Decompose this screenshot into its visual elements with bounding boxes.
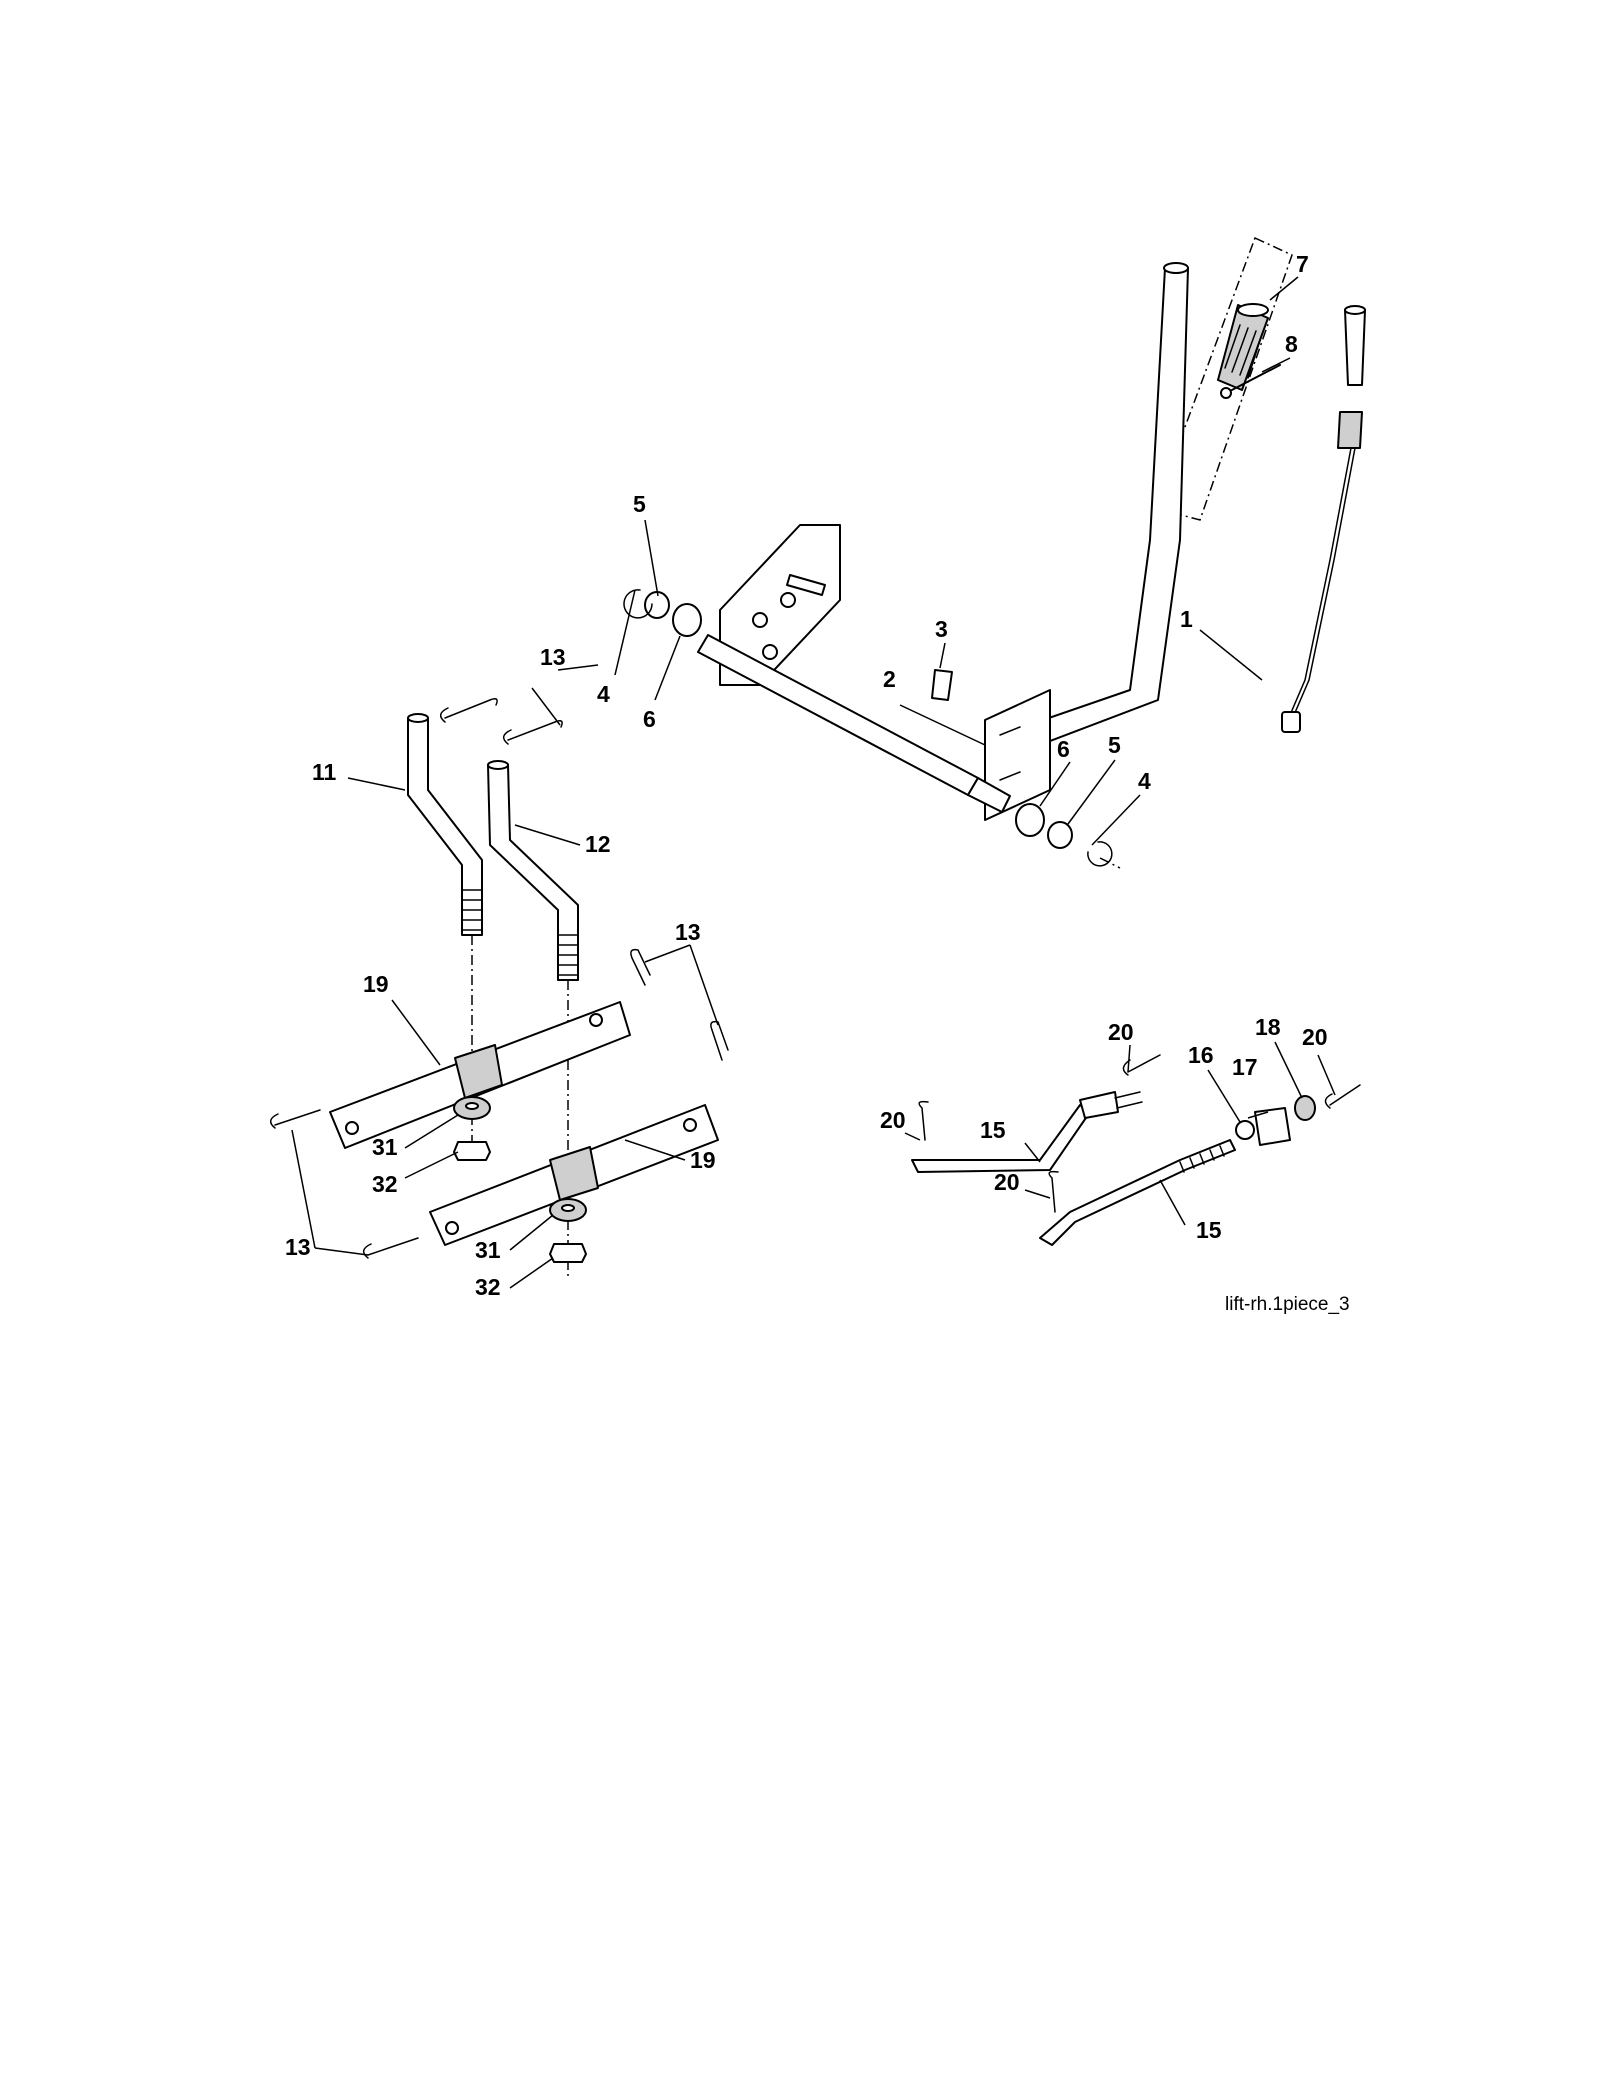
washer-nut-left xyxy=(453,1096,491,1161)
callout-19-upper: 19 xyxy=(363,971,389,997)
lift-cable xyxy=(1281,305,1366,733)
callout-15-upper: 15 xyxy=(980,1117,1006,1143)
diagram-caption: lift-rh.1piece_3 xyxy=(1225,1294,1350,1315)
lift-link-right xyxy=(487,760,579,981)
lift-arm-upper xyxy=(329,1001,631,1149)
callout-labels: 1 2 3 4 4 5 5 6 6 7 8 11 12 13 13 13 15 … xyxy=(285,251,1328,1300)
lift-arm-lower xyxy=(429,1104,719,1246)
callout-31-upper: 31 xyxy=(372,1134,398,1160)
handle-grip xyxy=(1217,303,1269,391)
callout-32-lower: 32 xyxy=(475,1274,501,1300)
callout-20-lower: 20 xyxy=(994,1169,1020,1195)
callout-4-right: 4 xyxy=(1138,768,1151,794)
lift-link-left xyxy=(407,713,483,936)
callout-13-top: 13 xyxy=(540,644,566,670)
mount-plate xyxy=(719,524,841,686)
roll-pin xyxy=(931,669,953,701)
left-bushing-washer-clip xyxy=(623,589,702,637)
washer-nut-right xyxy=(549,1198,587,1263)
adjust-rod-upper xyxy=(911,1091,1143,1173)
lift-handle xyxy=(984,236,1293,821)
callout-4-left: 4 xyxy=(597,681,610,707)
callout-6-right: 6 xyxy=(1057,736,1070,762)
right-bushing-washer-clip xyxy=(1015,803,1121,869)
callout-17: 17 xyxy=(1232,1054,1258,1080)
callout-18: 18 xyxy=(1255,1014,1281,1040)
callout-19-lower: 19 xyxy=(690,1147,716,1173)
callout-12: 12 xyxy=(585,831,611,857)
lift-shaft xyxy=(697,634,1011,813)
leader-lines xyxy=(291,276,1336,1289)
callout-6-left: 6 xyxy=(643,706,656,732)
callout-20-left: 20 xyxy=(880,1107,906,1133)
callout-15-lower: 15 xyxy=(1196,1217,1222,1243)
callout-20-top: 20 xyxy=(1108,1019,1134,1045)
callout-13-left: 13 xyxy=(285,1234,311,1260)
callout-5-left: 5 xyxy=(633,491,646,517)
grip-pin xyxy=(1220,364,1281,399)
callout-16: 16 xyxy=(1188,1042,1214,1068)
adjust-rod-lower xyxy=(1039,1139,1236,1246)
callout-20-right: 20 xyxy=(1302,1024,1328,1050)
callout-3: 3 xyxy=(935,616,948,642)
callout-13-right: 13 xyxy=(675,919,701,945)
callout-32-upper: 32 xyxy=(372,1171,398,1197)
callout-2: 2 xyxy=(883,666,896,692)
callout-31-lower: 31 xyxy=(475,1237,501,1263)
callout-8: 8 xyxy=(1285,331,1298,357)
callout-7: 7 xyxy=(1296,251,1309,277)
trunnion-hardware xyxy=(1235,1095,1316,1146)
callout-5-right: 5 xyxy=(1108,732,1121,758)
callout-11: 11 xyxy=(312,759,337,785)
callout-1: 1 xyxy=(1180,606,1193,632)
